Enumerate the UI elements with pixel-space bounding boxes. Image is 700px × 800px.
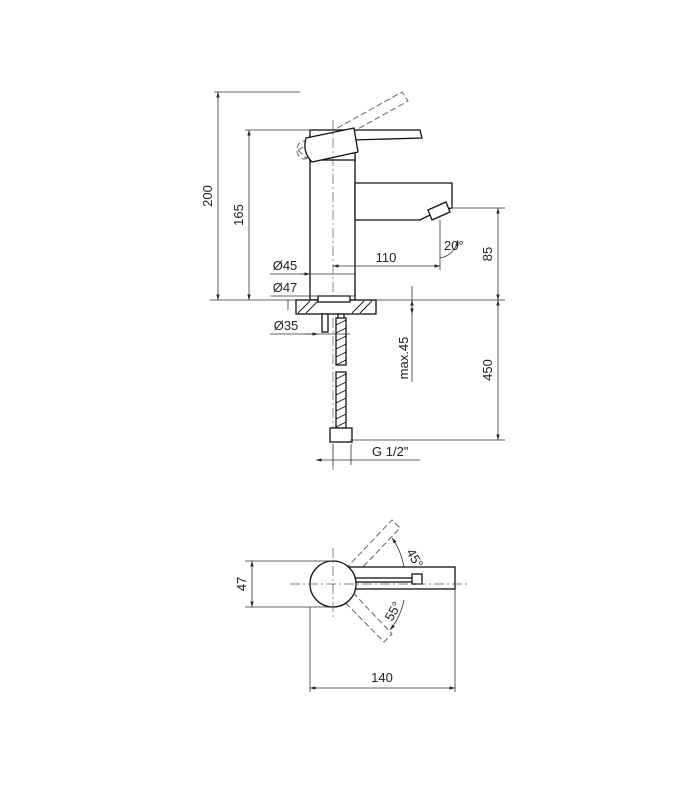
dim-total-height: 200 bbox=[200, 185, 215, 207]
dim-body-height: 165 bbox=[231, 204, 246, 226]
dim-spout-angle: 20° bbox=[444, 238, 464, 253]
supply-hose bbox=[329, 317, 353, 443]
dim-hose-length: 450 bbox=[480, 359, 495, 381]
dim-spout-reach: 110 bbox=[376, 250, 397, 265]
lever-top bbox=[349, 577, 421, 583]
dim-base-diameter: Ø47 bbox=[273, 280, 298, 295]
faucet-body bbox=[309, 157, 356, 301]
dim-lever-angle-down: 55° bbox=[382, 599, 405, 624]
aerator bbox=[427, 201, 451, 221]
dim-top-length: 140 bbox=[371, 670, 393, 685]
dim-max-deck: max.45 bbox=[396, 337, 411, 380]
dim-body-diameter: Ø45 bbox=[273, 258, 298, 273]
dim-mount-hole: Ø35 bbox=[274, 318, 299, 333]
dim-thread: G 1/2" bbox=[372, 444, 409, 459]
lever bbox=[304, 127, 423, 163]
dim-top-depth: 47 bbox=[234, 577, 249, 591]
dim-spout-height: 85 bbox=[480, 247, 495, 261]
side-view: 200 165 85 450 max.45 110 Ø45 Ø47 Ø35 20… bbox=[200, 91, 505, 470]
top-view: 45° 55° 47 140 bbox=[234, 519, 470, 692]
ghost-lever-down bbox=[332, 581, 393, 643]
aerator-top bbox=[411, 573, 423, 585]
